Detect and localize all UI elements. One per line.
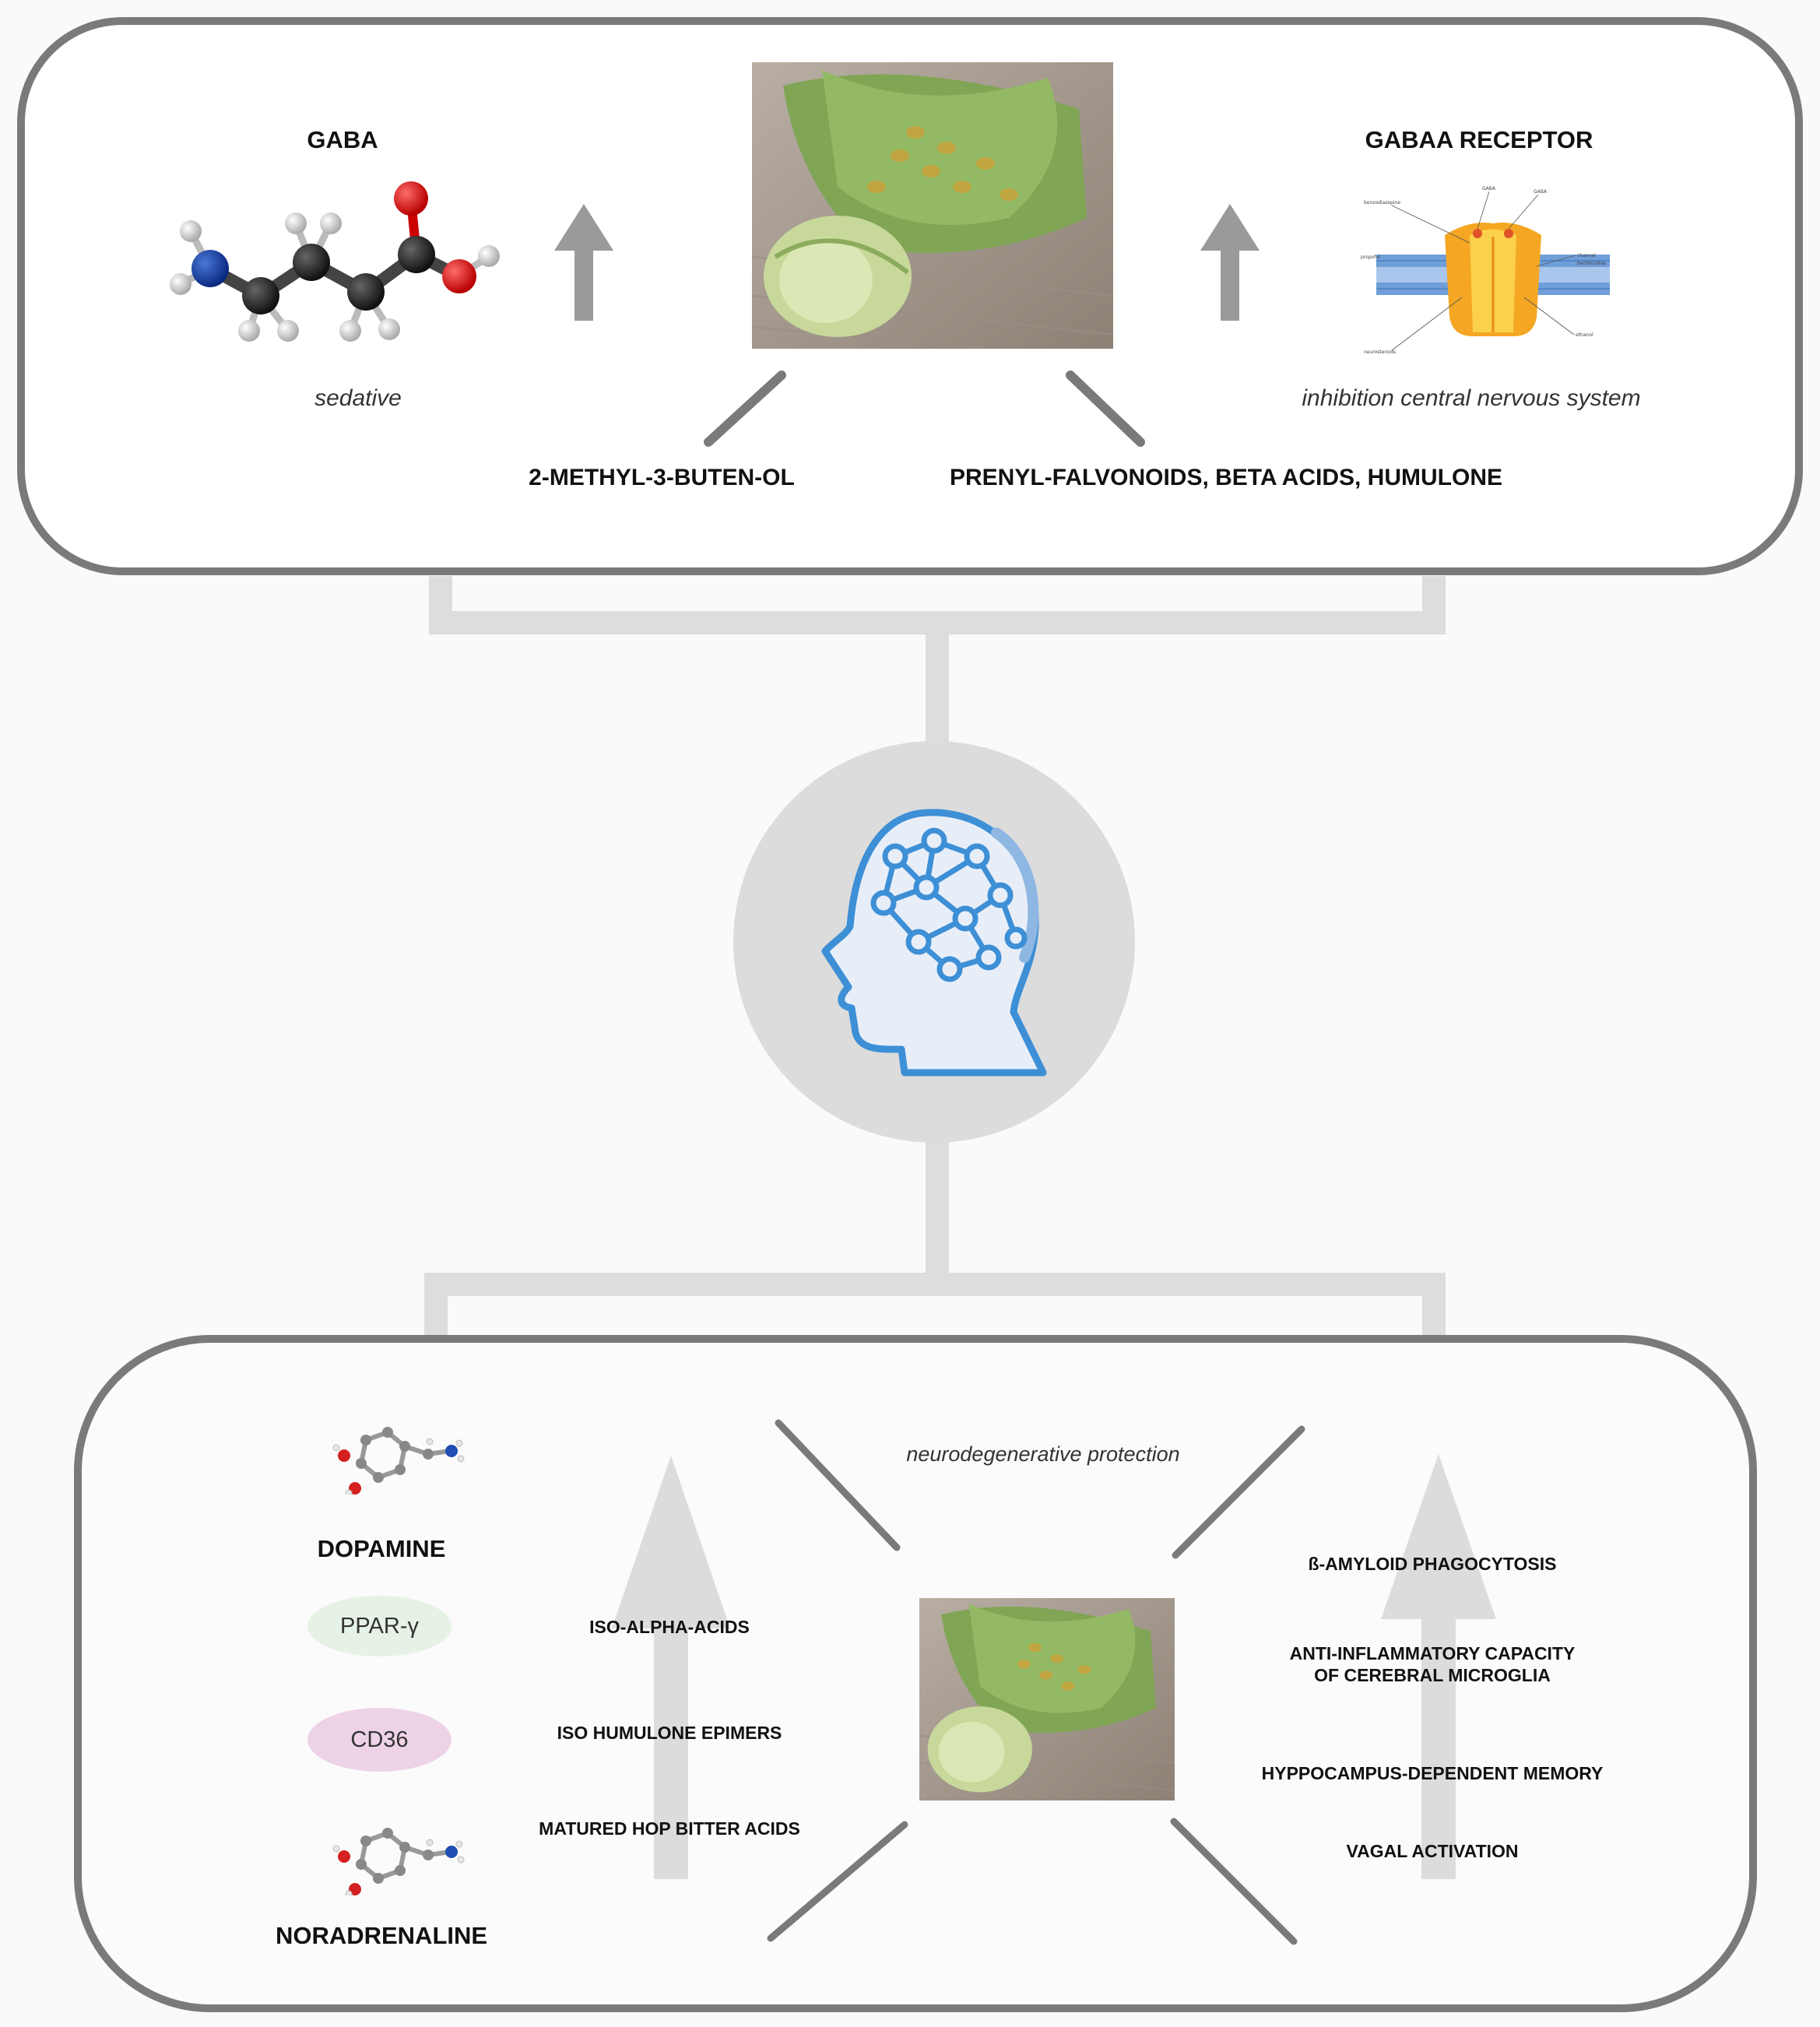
gaba-title: GABA [307,126,378,153]
iso-alpha-acids-label: ISO-ALPHA-ACIDS [589,1617,750,1637]
hop-cone-photo-bottom [919,1598,1175,1800]
bottom-connector-bracket [424,1273,1446,1351]
receptor-label-channel: channel [1577,253,1596,258]
matured-hop-bitter-acids-label: MATURED HOP BITTER ACIDS [539,1818,800,1839]
effect-hippocampus-memory: HYPPOCAMPUS-DEPENDENT MEMORY [1261,1763,1604,1783]
receptor-label-ethanol: ethanol [1576,332,1593,338]
arrow-up-receptor [1200,204,1260,321]
gabaa-receptor-illustration: GABA GABA benzodiazepine channel neurost… [1361,186,1610,355]
compound-right-label: PRENYL-FALVONOIDS, BETA ACIDS, HUMULONE [949,465,1502,490]
receptor-label-benzodiazepine: benzodiazepine [1364,200,1400,206]
effect-anti-inflammatory: ANTI-INFLAMMATORY CAPACITY OF CEREBRAL M… [1289,1643,1576,1685]
arrow-up-effects [1381,1454,1496,1879]
bottom-diagonals [767,1419,1305,1945]
receptor-label-gaba-1: GABA [1482,186,1496,191]
receptor-title: GABAA RECEPTOR [1365,126,1593,153]
receptor-label-neurosteroids: neurosteroids [1364,350,1396,355]
receptor-label-propofol: propofol [1361,255,1380,260]
effect-amyloid-phagocytosis: ß-AMYLOID PHAGOCYTOSIS [1308,1554,1557,1574]
gaba-effect-label: sedative [314,385,402,411]
noradrenaline-molecule-model [332,1828,465,1895]
receptor-label-gaba-2: GABA [1534,189,1548,195]
gaba-molecule-model [170,181,500,342]
receptor-label-barbiturates: barbiturates [1577,261,1606,266]
iso-humulone-epimers-label: ISO HUMULONE EPIMERS [557,1723,782,1743]
top-arrows [554,204,1260,321]
connectors [424,576,1446,1351]
neurodegenerative-protection-label: neurodegenerative protection [906,1442,1180,1466]
top-diagonals [704,371,1145,447]
receptor-effect-label: inhibition central nervous system [1302,385,1641,411]
ppar-gamma-badge: PPAR-γ [307,1596,451,1656]
bottom-box [74,1335,1757,2012]
arrow-up-gaba [554,204,613,321]
dopamine-label: DOPAMINE [317,1535,446,1562]
dopamine-molecule-model [332,1427,465,1495]
head-brain-network-icon [821,809,1047,1077]
top-connector-bracket [429,576,1446,634]
effect-vagal-activation: VAGAL ACTIVATION [1346,1841,1519,1861]
cd36-badge: CD36 [307,1708,451,1772]
arrow-up-bitter-acids [612,1456,730,1879]
compound-left-label: 2-METHYL-3-BUTEN-OL [529,465,795,490]
noradrenaline-label: NORADRENALINE [275,1922,488,1949]
hop-cone-photo-top [752,62,1113,349]
bottom-arrows [612,1454,1496,1879]
